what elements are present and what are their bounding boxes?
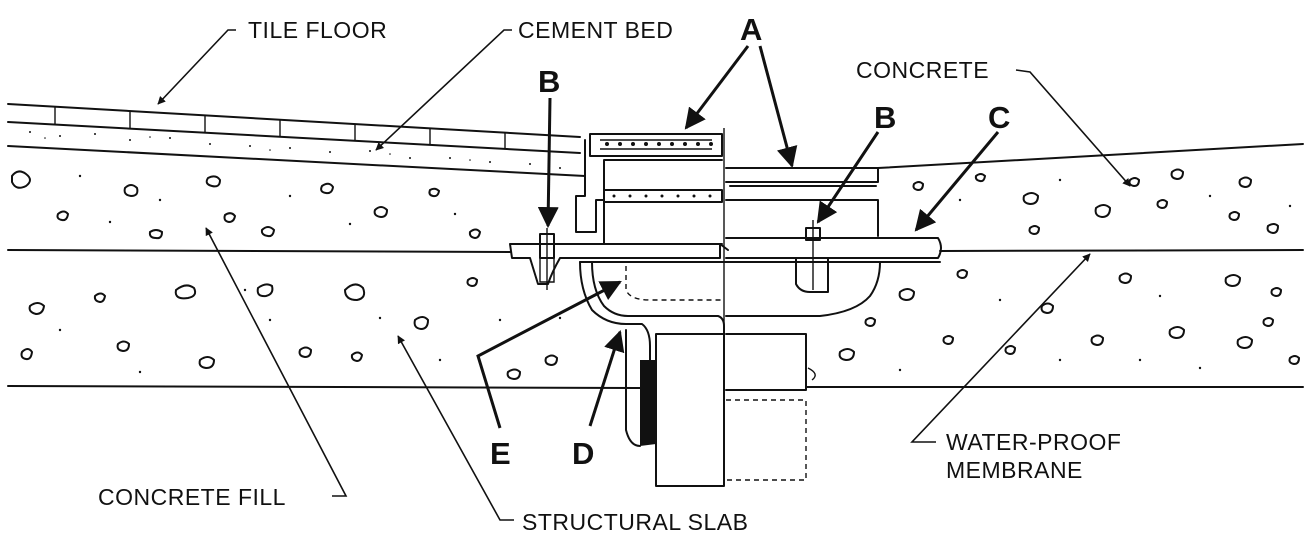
label-membrane-line2: MEMBRANE bbox=[946, 457, 1083, 483]
tile-floor-top-line bbox=[7, 103, 581, 138]
lead-seal bbox=[640, 360, 656, 446]
label-membrane-line1: WATER-PROOF bbox=[946, 429, 1121, 455]
label-structural-slab: STRUCTURAL SLAB bbox=[522, 509, 748, 534]
structural-slab-bottom-line bbox=[7, 385, 641, 389]
membrane-line bbox=[939, 249, 1304, 252]
floor-drain-assembly bbox=[509, 128, 942, 487]
callout-a: A bbox=[740, 12, 762, 47]
cement-bed-bottom-line bbox=[7, 145, 586, 177]
callout-d: D bbox=[572, 436, 594, 471]
concrete-top-surface-right bbox=[877, 143, 1304, 169]
clamping-ring-right bbox=[725, 237, 942, 259]
label-cement-bed: CEMENT BED bbox=[518, 17, 673, 43]
drain-grate-left bbox=[589, 133, 723, 157]
floor-layers bbox=[7, 103, 1304, 389]
concrete-aggregate bbox=[11, 168, 1301, 381]
callout-e: E bbox=[490, 436, 511, 471]
tile-floor-bottom-line bbox=[7, 121, 581, 154]
labels: TILE FLOOR CEMENT BED CONCRETE CONCRETE … bbox=[98, 12, 1121, 534]
drain-grate-right bbox=[725, 167, 879, 183]
cement-bed-stipple bbox=[29, 131, 561, 169]
concrete-fill-bottom-line bbox=[7, 249, 511, 253]
label-concrete-fill: CONCRETE FILL bbox=[98, 484, 286, 510]
label-concrete: CONCRETE bbox=[856, 57, 989, 83]
leader-lines bbox=[157, 29, 1131, 521]
callout-c: C bbox=[988, 100, 1010, 135]
flange-left bbox=[509, 243, 721, 285]
tile-joints bbox=[54, 107, 506, 149]
label-tile-floor: TILE FLOOR bbox=[248, 17, 387, 43]
callout-b-left: B bbox=[538, 64, 560, 99]
concrete-specks bbox=[58, 174, 1292, 374]
callout-b-right: B bbox=[874, 100, 896, 135]
